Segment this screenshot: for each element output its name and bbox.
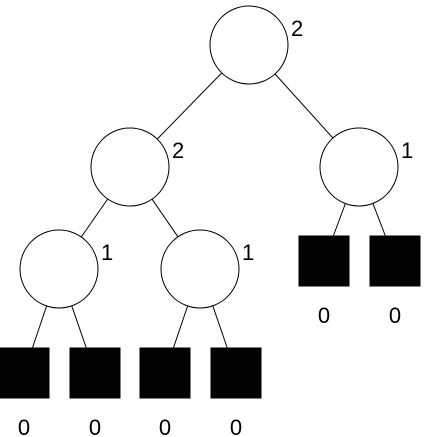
edge-a2-a2l: [172, 305, 189, 349]
leaf-label-a1r: 0: [89, 415, 101, 437]
tree-node-b: [319, 127, 399, 207]
leaf-label-b1: 0: [318, 303, 330, 328]
node-label-a1: 1: [101, 240, 113, 265]
leaf-node-b2: [369, 235, 421, 287]
edge-a1-a1l: [31, 305, 48, 349]
node-label-b: 1: [401, 138, 413, 163]
edge-a2-a2r: [212, 305, 228, 349]
edge-root-a: [156, 72, 223, 140]
tree-nodes: [0, 5, 421, 399]
node-label-root: 2: [291, 16, 303, 41]
leaf-label-a2r: 0: [230, 415, 242, 437]
edge-b-b1: [332, 203, 346, 237]
tree-node-a: [90, 127, 170, 207]
leaf-label-a1l: 0: [18, 415, 30, 437]
edge-root-b: [274, 73, 334, 139]
tree-node-root: [209, 5, 289, 85]
edge-a-a1: [80, 198, 109, 238]
tree-edges: [31, 72, 386, 349]
leaf-node-a2l: [139, 347, 191, 399]
edge-b-b2: [372, 203, 386, 237]
edge-a-a2: [151, 198, 179, 238]
tree-node-a1: [19, 229, 99, 309]
tree-labels: 2 2 1 1 1 0 0 0 0 0 0: [18, 16, 413, 437]
edge-a1-a1r: [71, 305, 87, 349]
leaf-label-a2l: 0: [159, 415, 171, 437]
leaf-node-a1r: [69, 347, 121, 399]
node-label-a: 2: [172, 138, 184, 163]
leaf-label-b2: 0: [389, 303, 401, 328]
leaf-node-a2r: [210, 347, 262, 399]
tree-node-a2: [160, 229, 240, 309]
leaf-node-b1: [298, 235, 350, 287]
node-label-a2: 1: [242, 240, 254, 265]
leaf-node-a1l: [0, 347, 50, 399]
